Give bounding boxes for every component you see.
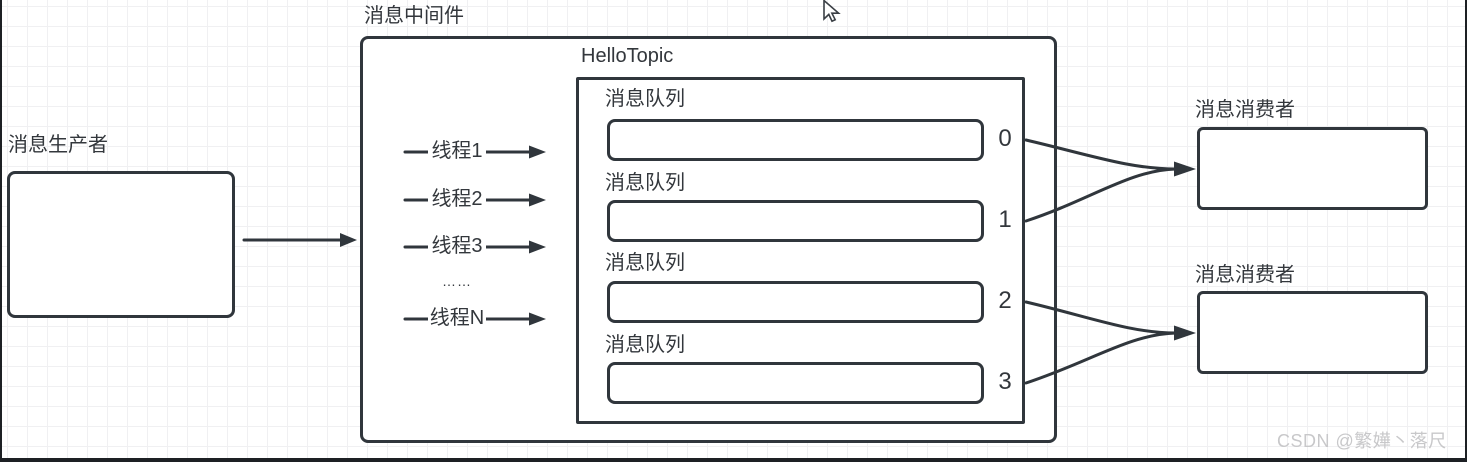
thread-label-2: 线程2 — [428, 187, 486, 211]
consumer-box-2[interactable] — [1197, 291, 1428, 374]
consumer-box-1[interactable] — [1197, 127, 1428, 210]
consumer-label-1: 消息消费者 — [1195, 99, 1295, 121]
partition-number-0: 0 — [998, 125, 1012, 152]
thread-label-3: 线程3 — [428, 234, 486, 258]
canvas-left-edge — [0, 0, 2, 462]
consumer-label-2: 消息消费者 — [1195, 264, 1295, 286]
middleware-label: 消息中间件 — [364, 5, 464, 27]
queue-label-3: 消息队列 — [605, 334, 685, 356]
partition-number-2: 2 — [998, 287, 1012, 314]
canvas-right-edge — [1465, 0, 1467, 462]
queue-label-2: 消息队列 — [605, 252, 685, 274]
queue-box-2[interactable] — [607, 281, 984, 323]
queue-label-1: 消息队列 — [605, 172, 685, 194]
topic-title: HelloTopic — [581, 45, 674, 67]
thread-label-n: 线程N — [428, 306, 486, 330]
partition-number-1: 1 — [998, 206, 1012, 233]
producer-label: 消息生产者 — [8, 134, 108, 156]
queue-box-1[interactable] — [607, 200, 984, 242]
mouse-cursor-icon — [823, 0, 841, 23]
watermark-text: CSDN @繁嬅丶落尺 — [1277, 431, 1447, 451]
queue-box-0[interactable] — [607, 119, 984, 161]
queue-label-0: 消息队列 — [605, 88, 685, 110]
thread-label-1: 线程1 — [428, 139, 486, 163]
canvas-bottom-edge — [0, 458, 1467, 462]
queue-box-3[interactable] — [607, 362, 984, 404]
thread-ellipsis: …… — [442, 273, 472, 289]
partition-number-3: 3 — [998, 368, 1012, 395]
producer-box[interactable] — [7, 171, 235, 318]
producer-to-middleware-arrow[interactable] — [242, 233, 357, 247]
